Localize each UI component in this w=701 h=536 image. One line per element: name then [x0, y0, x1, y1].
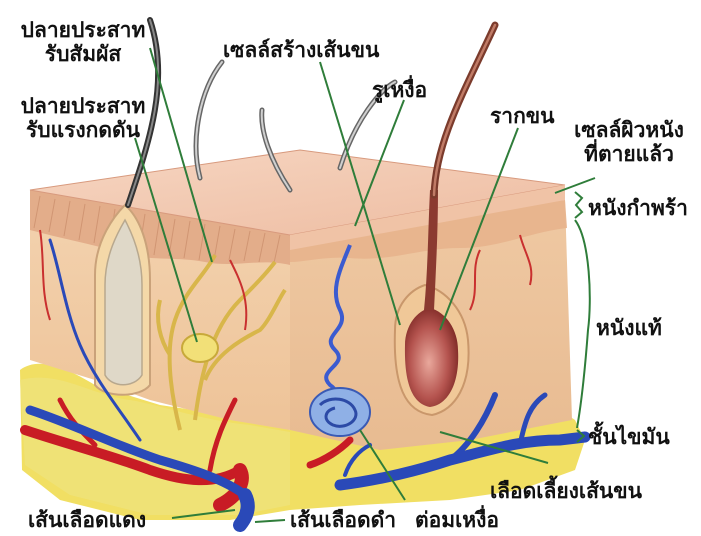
- label-artery: เส้นเลือดแดง: [28, 508, 146, 532]
- label-hair-blood-vessel: เลือดเลี้ยงเส้นขน: [490, 479, 642, 503]
- label-fat-layer: ชั้นไขมัน: [588, 425, 670, 449]
- label-hair-root: รากขน: [490, 104, 555, 128]
- label-hair-cell: เซลล์สร้างเส้นขน: [223, 38, 379, 62]
- label-nerve-touch: ปลายประสาท รับสัมผัส: [3, 18, 163, 66]
- label-nerve-pressure: ปลายประสาท รับแรงกดดัน: [3, 94, 163, 142]
- label-nerve-touch-line1: ปลายประสาท: [3, 18, 163, 42]
- label-sweat-pore: รูเหงื่อ: [372, 78, 427, 102]
- label-dead-cell-line2: ที่ตายแล้ว: [560, 142, 698, 166]
- label-nerve-pressure-line2: รับแรงกดดัน: [3, 118, 163, 142]
- label-nerve-pressure-line1: ปลายประสาท: [3, 94, 163, 118]
- label-dermis: หนังแท้: [596, 316, 662, 340]
- label-epidermis: หนังกำพร้า: [588, 196, 688, 220]
- label-vein: เส้นเลือดดำ: [290, 508, 396, 532]
- sweat-gland: [310, 388, 370, 436]
- label-sweat-gland: ต่อมเหงื่อ: [415, 508, 499, 532]
- label-dead-cell-line1: เซลล์ผิวหนัง: [560, 118, 698, 142]
- layer-braces: [575, 192, 590, 442]
- pressure-receptor: [182, 334, 218, 362]
- label-dead-cell: เซลล์ผิวหนัง ที่ตายแล้ว: [560, 118, 698, 166]
- label-nerve-touch-line2: รับสัมผัส: [3, 42, 163, 66]
